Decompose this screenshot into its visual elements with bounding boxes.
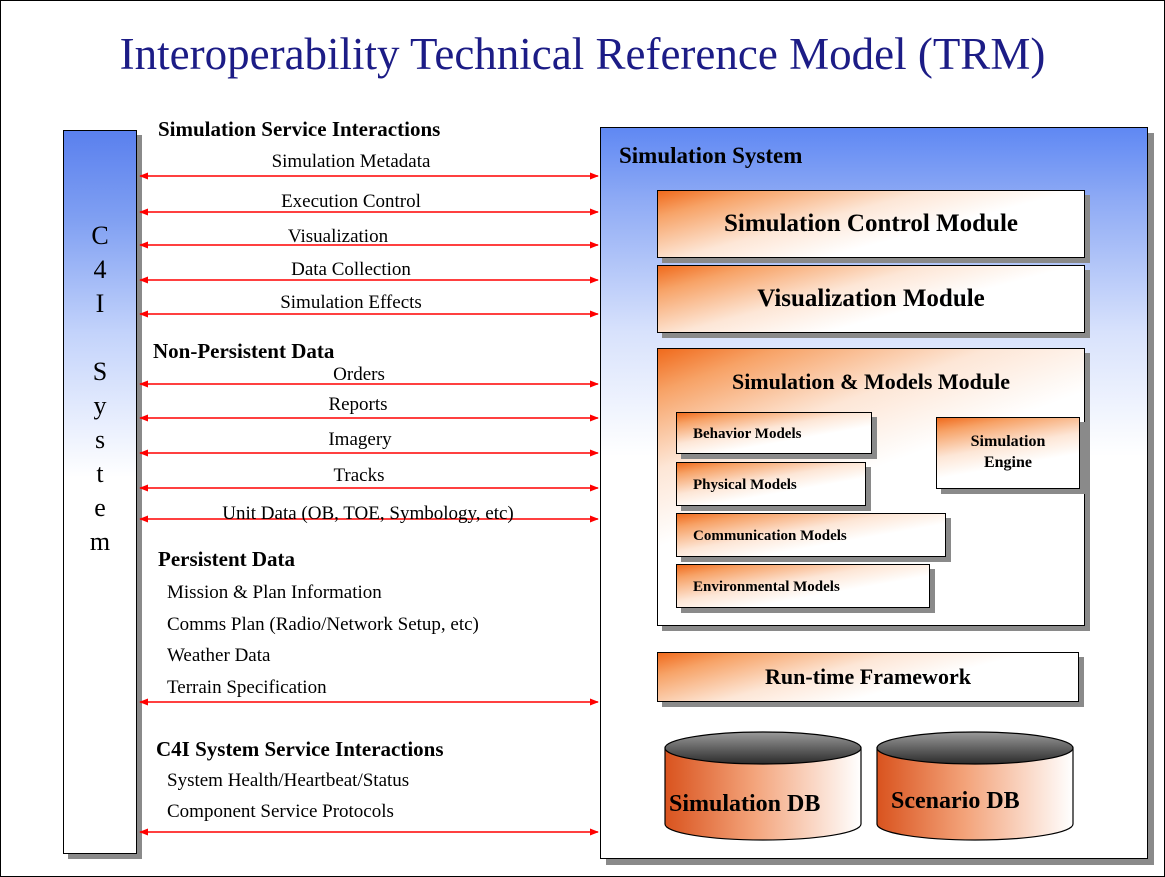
visualization-module: Visualization Module (657, 265, 1085, 333)
c4i-letter: s (94, 425, 106, 454)
interaction-label-visualization: Visualization (287, 226, 389, 247)
interaction-label-comms-plan: Comms Plan (Radio/Network Setup, etc) (167, 614, 479, 635)
persistent-heading: Persistent Data (158, 547, 296, 571)
behavior-models-box: Behavior Models (676, 412, 872, 454)
c4i-letter: m (89, 527, 111, 556)
physical-models-box: Physical Models (676, 462, 866, 506)
interaction-label-orders: Orders (333, 364, 385, 385)
communication-models-box: Communication Models (676, 513, 946, 557)
databases-layer (664, 731, 1074, 841)
interaction-label-execution-control: Execution Control (281, 191, 421, 212)
interaction-label-component-protocols: Component Service Protocols (167, 801, 394, 822)
simulation-models-module: Simulation & Models Module Behavior Mode… (657, 348, 1085, 626)
c4i-letter: S (92, 357, 108, 386)
interaction-label-system-health: System Health/Heartbeat/Status (167, 770, 410, 791)
visualization-module-label: Visualization Module (757, 285, 985, 312)
scenario-db-cylinder (876, 731, 1074, 841)
simulation-system-label: Simulation System (619, 143, 803, 168)
physical-models-label: Physical Models (693, 477, 797, 493)
simulation-db-label: Simulation DB (669, 791, 821, 817)
interaction-label-mission-plan: Mission & Plan Information (167, 582, 382, 603)
c4i-system-column: C 4 I S y s t e m (63, 130, 137, 854)
environmental-models-label: Environmental Models (693, 579, 840, 595)
environmental-models-box: Environmental Models (676, 564, 930, 608)
interaction-label-imagery: Imagery (328, 429, 392, 450)
simulation-control-module-label: Simulation Control Module (723, 210, 1019, 237)
behavior-models-label: Behavior Models (693, 426, 802, 442)
interaction-label-terrain-specification: Terrain Specification (167, 677, 327, 698)
interaction-label-reports: Reports (328, 394, 388, 415)
communication-models-label: Communication Models (693, 528, 847, 544)
simulation-service-heading: Simulation Service Interactions (158, 117, 441, 141)
interaction-label-unit-data: Unit Data (OB, TOE, Symbology, etc) (222, 503, 514, 524)
c4i-letter: C (91, 221, 109, 250)
c4i-letter: e (94, 493, 106, 522)
c4i-service-heading: C4I System Service Interactions (156, 737, 444, 761)
c4i-letter: t (96, 459, 104, 488)
simulation-models-module-title: Simulation & Models Module (731, 369, 1011, 394)
c4i-letter: y (93, 391, 107, 420)
simulation-db-cylinder (664, 731, 862, 841)
simulation-engine-label-line1: Simulation (970, 433, 1046, 450)
scenario-db-label: Scenario DB (891, 788, 1020, 814)
c4i-letter: I (95, 289, 105, 318)
c4i-letter: 4 (93, 255, 107, 284)
interaction-label-data-collection: Data Collection (291, 259, 411, 280)
interaction-label-tracks: Tracks (333, 465, 385, 486)
simulation-engine-box: Simulation Engine (936, 417, 1080, 489)
interaction-label-simulation-metadata: Simulation Metadata (271, 151, 431, 172)
interaction-label-simulation-effects: Simulation Effects (280, 292, 422, 313)
simulation-control-module: Simulation Control Module (657, 190, 1085, 258)
runtime-framework-label: Run-time Framework (765, 664, 971, 689)
interaction-label-weather-data: Weather Data (167, 645, 271, 666)
page-title: Interoperability Technical Reference Mod… (119, 29, 1046, 79)
c4i-system-label: C 4 I S y s t e m (64, 219, 136, 559)
non-persistent-heading: Non-Persistent Data (153, 339, 335, 363)
simulation-system-box: Simulation System Simulation Control Mod… (600, 127, 1148, 859)
runtime-framework-box: Run-time Framework (657, 652, 1079, 702)
simulation-engine-label-line2: Engine (983, 454, 1032, 471)
